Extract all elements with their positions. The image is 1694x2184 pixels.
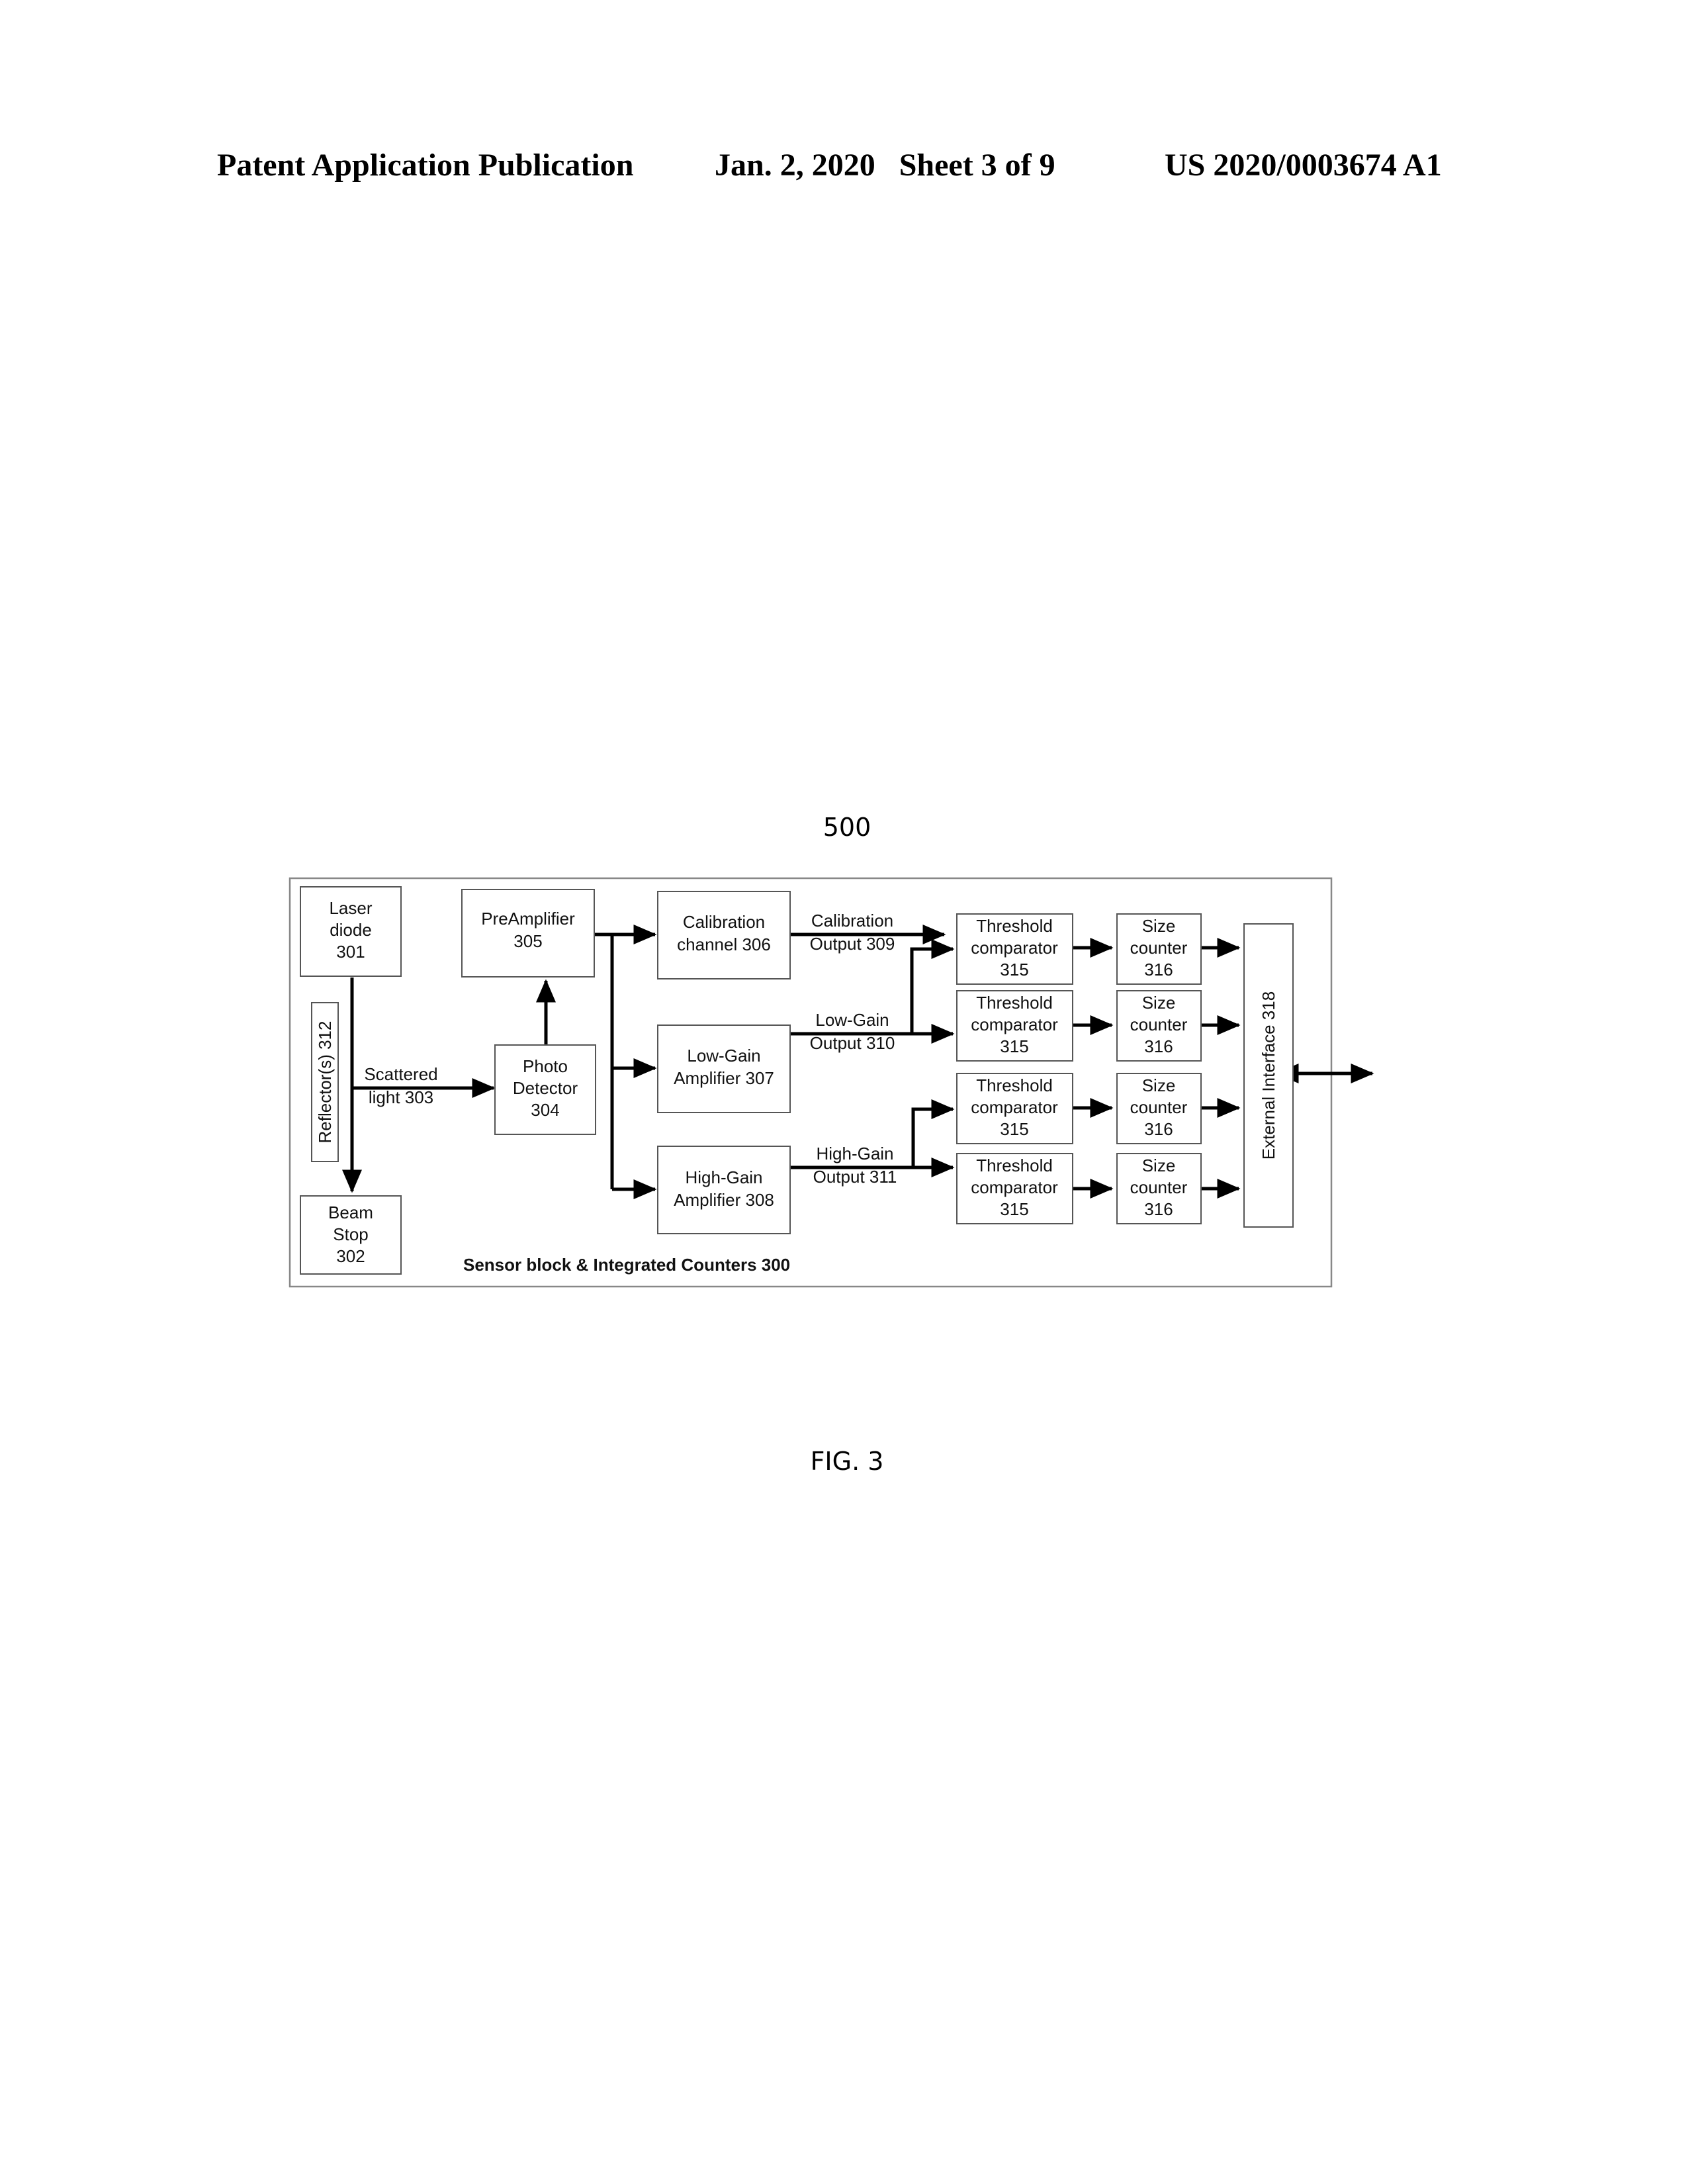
laser-diode-label-line3: 301 — [336, 942, 365, 962]
beam-stop-block — [300, 1195, 402, 1275]
reflector-block — [311, 1002, 339, 1162]
calibration-channel-block — [657, 891, 791, 979]
reflector-label: Reflector(s) 312 — [315, 1021, 335, 1144]
threshold-comparator-3-label-line2: comparator — [971, 1097, 1058, 1117]
laser-diode-label-line2: diode — [330, 920, 372, 940]
threshold-comparator-2-label-line2: comparator — [971, 1015, 1058, 1034]
high-gain-output-label-line2: Output 311 — [813, 1167, 897, 1187]
low-gain-amplifier-label-line1: Low-Gain — [687, 1046, 760, 1066]
threshold-comparator-3-label-line1: Threshold — [976, 1075, 1053, 1095]
header-patent-number: US 2020/0003674 A1 — [1165, 148, 1442, 183]
preamplifier-label-line2: 305 — [513, 931, 542, 951]
beam-stop-label-line3: 302 — [336, 1246, 365, 1266]
high-gain-amplifier-label-line1: High-Gain — [685, 1167, 762, 1187]
calibration-channel-label-line2: channel 306 — [677, 934, 771, 954]
threshold-comparator-3-label-line3: 315 — [1000, 1119, 1028, 1139]
size-counter-block-2 — [1116, 990, 1202, 1062]
scattered-light-label-line1: Scattered — [364, 1064, 437, 1084]
beam-stop-label-line2: Stop — [333, 1224, 369, 1244]
photo-detector-label-line2: Detector — [513, 1078, 578, 1098]
threshold-comparator-block-3 — [956, 1073, 1073, 1144]
threshold-comparator-2-label-line1: Threshold — [976, 993, 1053, 1013]
high-gain-amplifier-block — [657, 1146, 791, 1234]
threshold-comparator-block-1 — [956, 913, 1073, 985]
figure-reference-number: 500 — [823, 813, 871, 842]
threshold-comparator-block-2 — [956, 990, 1073, 1062]
preamplifier-block — [461, 889, 595, 978]
size-counter-2-label-line2: counter — [1130, 1015, 1188, 1034]
beam-stop-label-line1: Beam — [328, 1203, 373, 1222]
scattered-light-label-line2: light 303 — [369, 1087, 433, 1107]
size-counter-2-label-line1: Size — [1142, 993, 1176, 1013]
laser-diode-label-line1: Laser — [329, 898, 372, 918]
threshold-comparator-4-label-line1: Threshold — [976, 1156, 1053, 1175]
figure-caption: FIG. 3 — [810, 1447, 884, 1476]
size-counter-4-label-line1: Size — [1142, 1156, 1176, 1175]
low-gain-output-label-line1: Low-Gain — [815, 1010, 889, 1030]
threshold-comparator-1-label-line2: comparator — [971, 938, 1058, 958]
size-counter-3-label-line1: Size — [1142, 1075, 1176, 1095]
external-interface-block — [1243, 923, 1294, 1228]
threshold-comparator-2-label-line3: 315 — [1000, 1036, 1028, 1056]
threshold-comparator-block-4 — [956, 1153, 1073, 1224]
photo-detector-block — [494, 1044, 596, 1135]
photo-detector-label-line1: Photo — [523, 1056, 568, 1076]
size-counter-block-4 — [1116, 1153, 1202, 1224]
size-counter-2-label-line3: 316 — [1144, 1036, 1173, 1056]
laser-diode-block — [300, 886, 402, 977]
size-counter-1-label-line2: counter — [1130, 938, 1188, 958]
calibration-output-label-line2: Output 309 — [810, 934, 895, 954]
preamplifier-label-line1: PreAmplifier — [481, 909, 575, 929]
low-gain-amplifier-label-line2: Amplifier 307 — [674, 1068, 774, 1088]
threshold-comparator-4-label-line2: comparator — [971, 1177, 1058, 1197]
calibration-output-label-line1: Calibration — [811, 911, 893, 931]
calibration-channel-label-line1: Calibration — [683, 912, 765, 932]
size-counter-3-label-line2: counter — [1130, 1097, 1188, 1117]
sensor-block-title: Sensor block & Integrated Counters 300 — [463, 1255, 790, 1275]
size-counter-1-label-line1: Size — [1142, 916, 1176, 936]
signal-wires — [342, 925, 1374, 1199]
low-gain-output-label-line2: Output 310 — [810, 1033, 895, 1053]
size-counter-4-label-line2: counter — [1130, 1177, 1188, 1197]
size-counter-1-label-line3: 316 — [1144, 960, 1173, 979]
lowgain-to-threshold-1-arrow — [790, 939, 955, 1036]
photo-detector-label-line3: 304 — [531, 1100, 559, 1120]
threshold-comparator-4-label-line3: 315 — [1000, 1199, 1028, 1219]
header-publication: Patent Application Publication — [217, 148, 634, 183]
size-counter-block-1 — [1116, 913, 1202, 985]
high-gain-output-label-line1: High-Gain — [816, 1144, 893, 1163]
size-counter-block-3 — [1116, 1073, 1202, 1144]
external-interface-label: External Interface 318 — [1259, 991, 1278, 1160]
size-counter-3-label-line3: 316 — [1144, 1119, 1173, 1139]
high-gain-amplifier-label-line2: Amplifier 308 — [674, 1190, 774, 1210]
size-counter-4-label-line3: 316 — [1144, 1199, 1173, 1219]
low-gain-amplifier-block — [657, 1024, 791, 1113]
threshold-comparator-1-label-line1: Threshold — [976, 916, 1053, 936]
header-date-sheet: Jan. 2, 2020 Sheet 3 of 9 — [715, 148, 1055, 183]
threshold-comparator-1-label-line3: 315 — [1000, 960, 1028, 979]
highgain-to-threshold-3-arrow — [790, 1099, 955, 1169]
